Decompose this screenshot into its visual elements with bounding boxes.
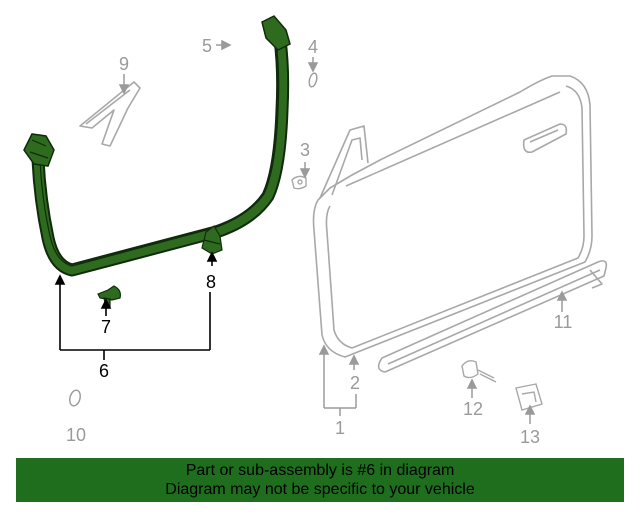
parts-diagram: 1 2 3 4 5 6 7 8 9 10 11 12 13 — [23, 15, 608, 447]
callout-1: 1 — [335, 418, 345, 438]
door-shell — [312, 75, 593, 358]
callout-7: 7 — [101, 317, 111, 337]
part-4-clip — [308, 72, 318, 88]
rocker-moulding — [377, 260, 608, 373]
callout-11: 11 — [554, 312, 573, 332]
callout-2: 2 — [350, 373, 360, 393]
leader-lines-faded — [118, 39, 568, 424]
banner-line-1: Part or sub-assembly is #6 in diagram — [185, 462, 455, 479]
part-9-bracket — [79, 81, 141, 147]
callout-4: 4 — [308, 37, 318, 57]
info-banner: Part or sub-assembly is #6 in diagram Di… — [16, 458, 624, 502]
callout-13: 13 — [520, 427, 540, 447]
callout-8: 8 — [206, 272, 216, 292]
banner-line-2: Diagram may not be specific to your vehi… — [165, 481, 475, 498]
callout-6: 6 — [99, 361, 109, 381]
callout-5: 5 — [202, 36, 212, 56]
leader-lines-active — [54, 251, 218, 360]
callout-9: 9 — [119, 54, 129, 74]
part-10-clip — [69, 389, 81, 407]
callout-12: 12 — [463, 399, 483, 419]
callout-3: 3 — [300, 140, 310, 160]
weatherstrip-highlighted — [23, 15, 291, 277]
part-13-clip — [515, 383, 543, 411]
part-12-clip — [461, 359, 497, 383]
part-3-clip — [291, 175, 307, 190]
callout-10: 10 — [66, 425, 86, 445]
